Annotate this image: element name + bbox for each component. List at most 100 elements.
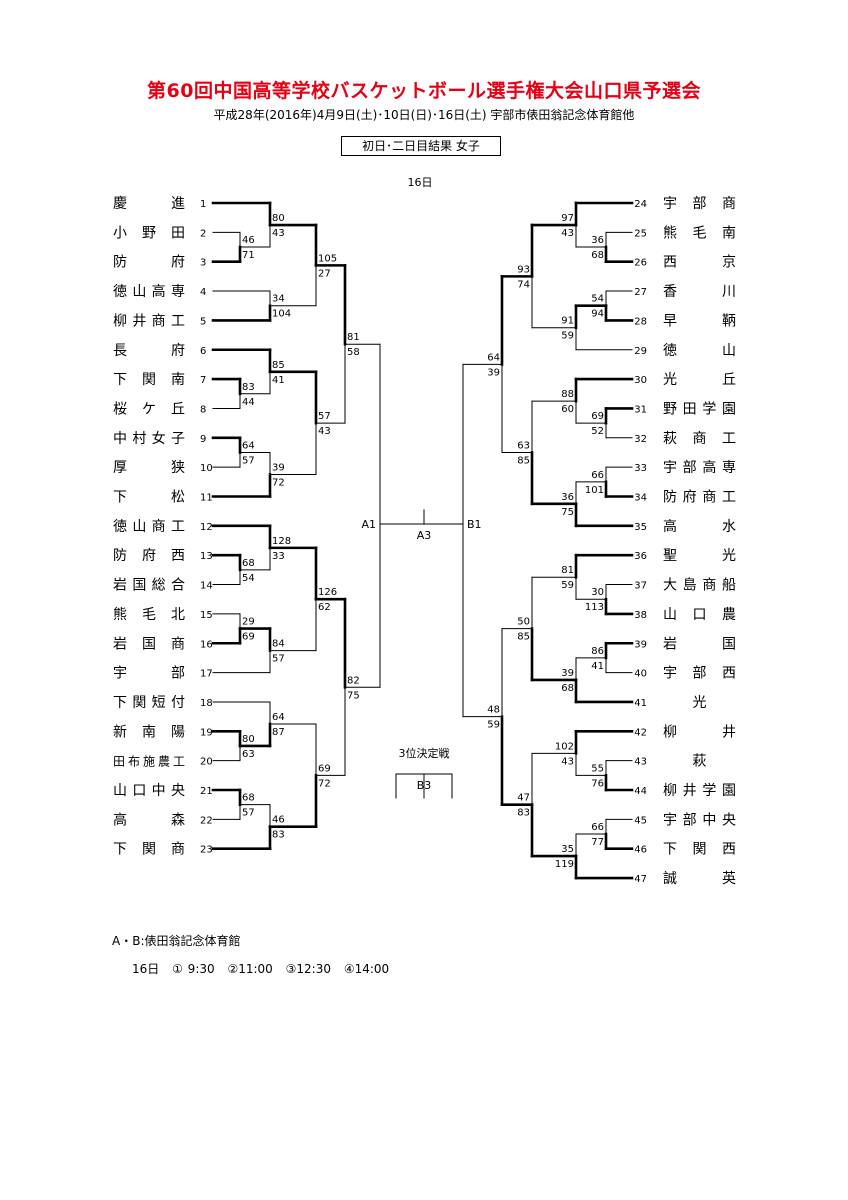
team-name-right: 聖光 [663, 548, 736, 564]
score: 75 [347, 690, 360, 701]
score: 41 [591, 661, 604, 672]
team-name-left: 岩国商 [113, 636, 185, 652]
score: 57 [242, 808, 255, 819]
score: 66 [591, 470, 604, 481]
team-number-right: 30 [634, 375, 647, 386]
score: 39 [487, 367, 500, 378]
team-name-right: 下関西 [663, 842, 736, 858]
score: 81 [561, 565, 574, 576]
team-name-right: 萩 [693, 754, 707, 770]
score: 64 [487, 352, 500, 363]
team-name-right: 防府商工 [663, 490, 736, 506]
team-name-left: 岩国総合 [113, 578, 185, 594]
team-number-right: 45 [634, 815, 647, 826]
team-number-right: 35 [634, 522, 647, 533]
score: 97 [561, 213, 574, 224]
score: 59 [561, 580, 574, 591]
score: 43 [318, 426, 331, 437]
team-name-right: 高水 [663, 518, 736, 535]
score: 105 [318, 253, 337, 264]
team-number-right: 44 [634, 786, 647, 797]
team-name-left: 新南陽 [113, 724, 185, 740]
team-name-right: 光丘 [663, 372, 736, 388]
team-name-left: 防府西 [113, 548, 185, 564]
score: 93 [517, 264, 530, 275]
team-name-left: 桜ケ丘 [113, 401, 185, 417]
score: 83 [272, 830, 285, 841]
team-number-left: 13 [200, 551, 213, 562]
team-number-left: 14 [200, 581, 213, 592]
team-number-left: 19 [200, 727, 213, 738]
team-name-left: 山口中央 [113, 783, 185, 799]
score: 80 [242, 734, 255, 745]
score: 126 [318, 587, 337, 598]
semi-right-label: B1 [467, 518, 482, 531]
team-number-left: 4 [200, 287, 206, 298]
score: 50 [517, 617, 530, 628]
team-number-left: 11 [200, 493, 213, 504]
team-name-right: 誠英 [663, 870, 736, 887]
score: 69 [591, 411, 604, 422]
score: 82 [347, 675, 360, 686]
team-number-left: 6 [200, 346, 206, 357]
team-name-right: 熊毛南 [663, 225, 736, 241]
score: 104 [272, 309, 291, 320]
team-number-left: 7 [200, 375, 206, 386]
score: 63 [517, 440, 530, 451]
score: 33 [272, 551, 285, 562]
team-number-left: 23 [200, 845, 213, 856]
score: 69 [242, 632, 255, 643]
score: 68 [242, 558, 255, 569]
team-number-right: 42 [634, 727, 647, 738]
team-name-right: 大島商船 [663, 578, 736, 594]
team-name-left: 中村女子 [113, 430, 185, 447]
score: 54 [242, 573, 255, 584]
team-number-right: 24 [634, 199, 647, 210]
score: 64 [242, 440, 255, 451]
venue-note: A・B:俵田翁記念体育館 [112, 934, 241, 948]
score: 35 [561, 844, 574, 855]
team-name-left: 田布施農工 [113, 755, 185, 769]
score: 48 [487, 705, 500, 716]
score: 85 [272, 360, 285, 371]
page-title: 第60回中国高等学校バスケットボール選手権大会山口県予選会 [147, 80, 701, 102]
team-number-right: 41 [634, 698, 647, 709]
score: 55 [591, 763, 604, 774]
final-label: A3 [417, 529, 432, 542]
team-name-left: 柳井商工 [113, 312, 185, 329]
team-number-right: 25 [634, 228, 647, 239]
score: 83 [517, 808, 530, 819]
team-name-left: 慶進 [113, 196, 185, 212]
score: 86 [591, 646, 604, 657]
score: 58 [347, 347, 360, 358]
score: 80 [272, 213, 285, 224]
team-number-right: 37 [634, 581, 647, 592]
team-number-left: 20 [200, 757, 213, 768]
team-number-left: 12 [200, 522, 213, 533]
schedule: 16日 ① 9:30 ②11:00 ③12:30 ④14:00 [132, 960, 397, 977]
team-name-left: 徳山高専 [113, 283, 185, 300]
score: 88 [561, 389, 574, 400]
third-place-title: 3位決定戦 [399, 746, 450, 760]
score: 76 [591, 778, 604, 789]
score: 54 [591, 294, 604, 305]
score: 64 [272, 712, 285, 723]
score: 36 [591, 235, 604, 246]
team-number-left: 18 [200, 698, 213, 709]
score: 52 [591, 426, 604, 437]
score: 102 [555, 741, 574, 752]
team-number-left: 10 [200, 463, 213, 474]
score: 74 [517, 279, 530, 290]
team-name-left: 宇部 [113, 666, 185, 682]
score: 39 [561, 668, 574, 679]
score: 84 [272, 639, 285, 650]
team-name-left: 高森 [113, 811, 185, 828]
score: 72 [318, 778, 331, 789]
team-name-right: 柳井学園 [663, 782, 736, 799]
score: 113 [585, 602, 604, 613]
score: 101 [585, 485, 604, 496]
score: 46 [272, 815, 285, 826]
team-name-left: 長府 [113, 343, 185, 359]
result-label: 初日･二日目結果 女子 [341, 136, 501, 156]
score: 60 [561, 404, 574, 415]
